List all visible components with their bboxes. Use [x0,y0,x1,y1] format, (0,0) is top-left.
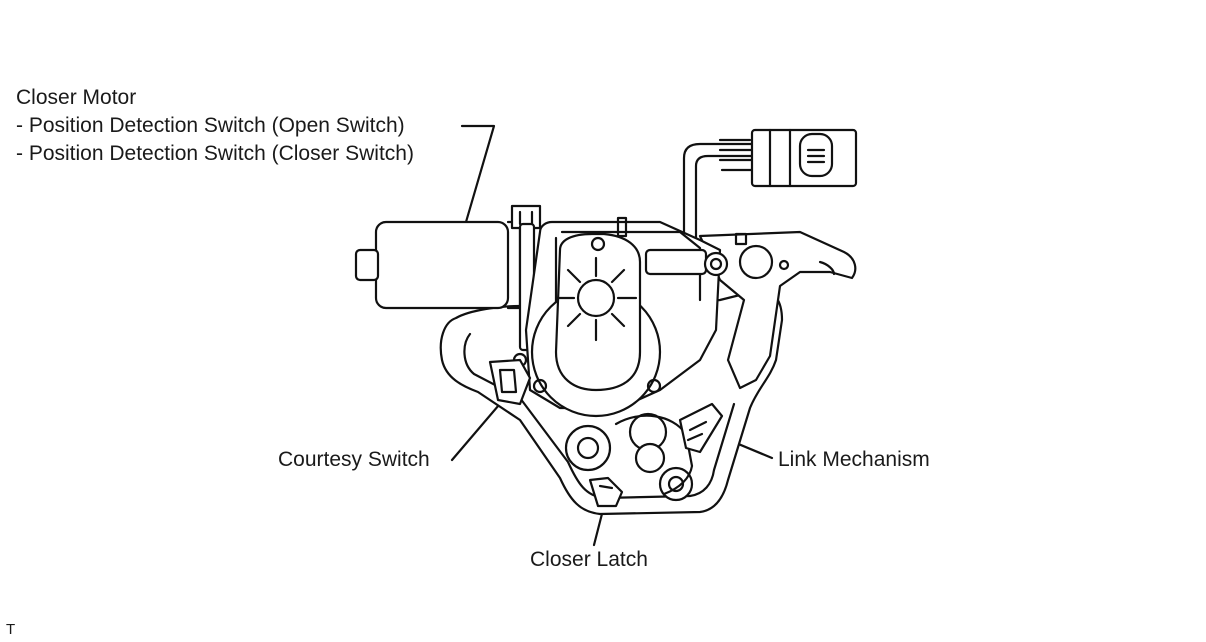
motor-shaft-end [354,248,380,282]
label-closer-switch: - Position Detection Switch (Closer Swit… [16,142,414,165]
latch-claw-pivot [564,424,612,472]
lever-arm [698,230,857,390]
motor-body [374,220,510,310]
label-closer-latch: Closer Latch [530,548,648,571]
lever-pivot [738,244,774,280]
leader-closer-motor [460,124,496,224]
label-link-mechanism: Link Mechanism [778,448,930,471]
wire-harness [650,142,754,242]
corner-mark: T [6,621,16,638]
label-open-switch: - Position Detection Switch (Open Switch… [16,114,405,137]
label-closer-motor-title: Closer Motor [16,86,137,109]
latch-inner-rim [463,332,736,500]
label-courtesy-switch: Courtesy Switch [278,448,430,471]
closer-latch-hook [588,476,624,508]
